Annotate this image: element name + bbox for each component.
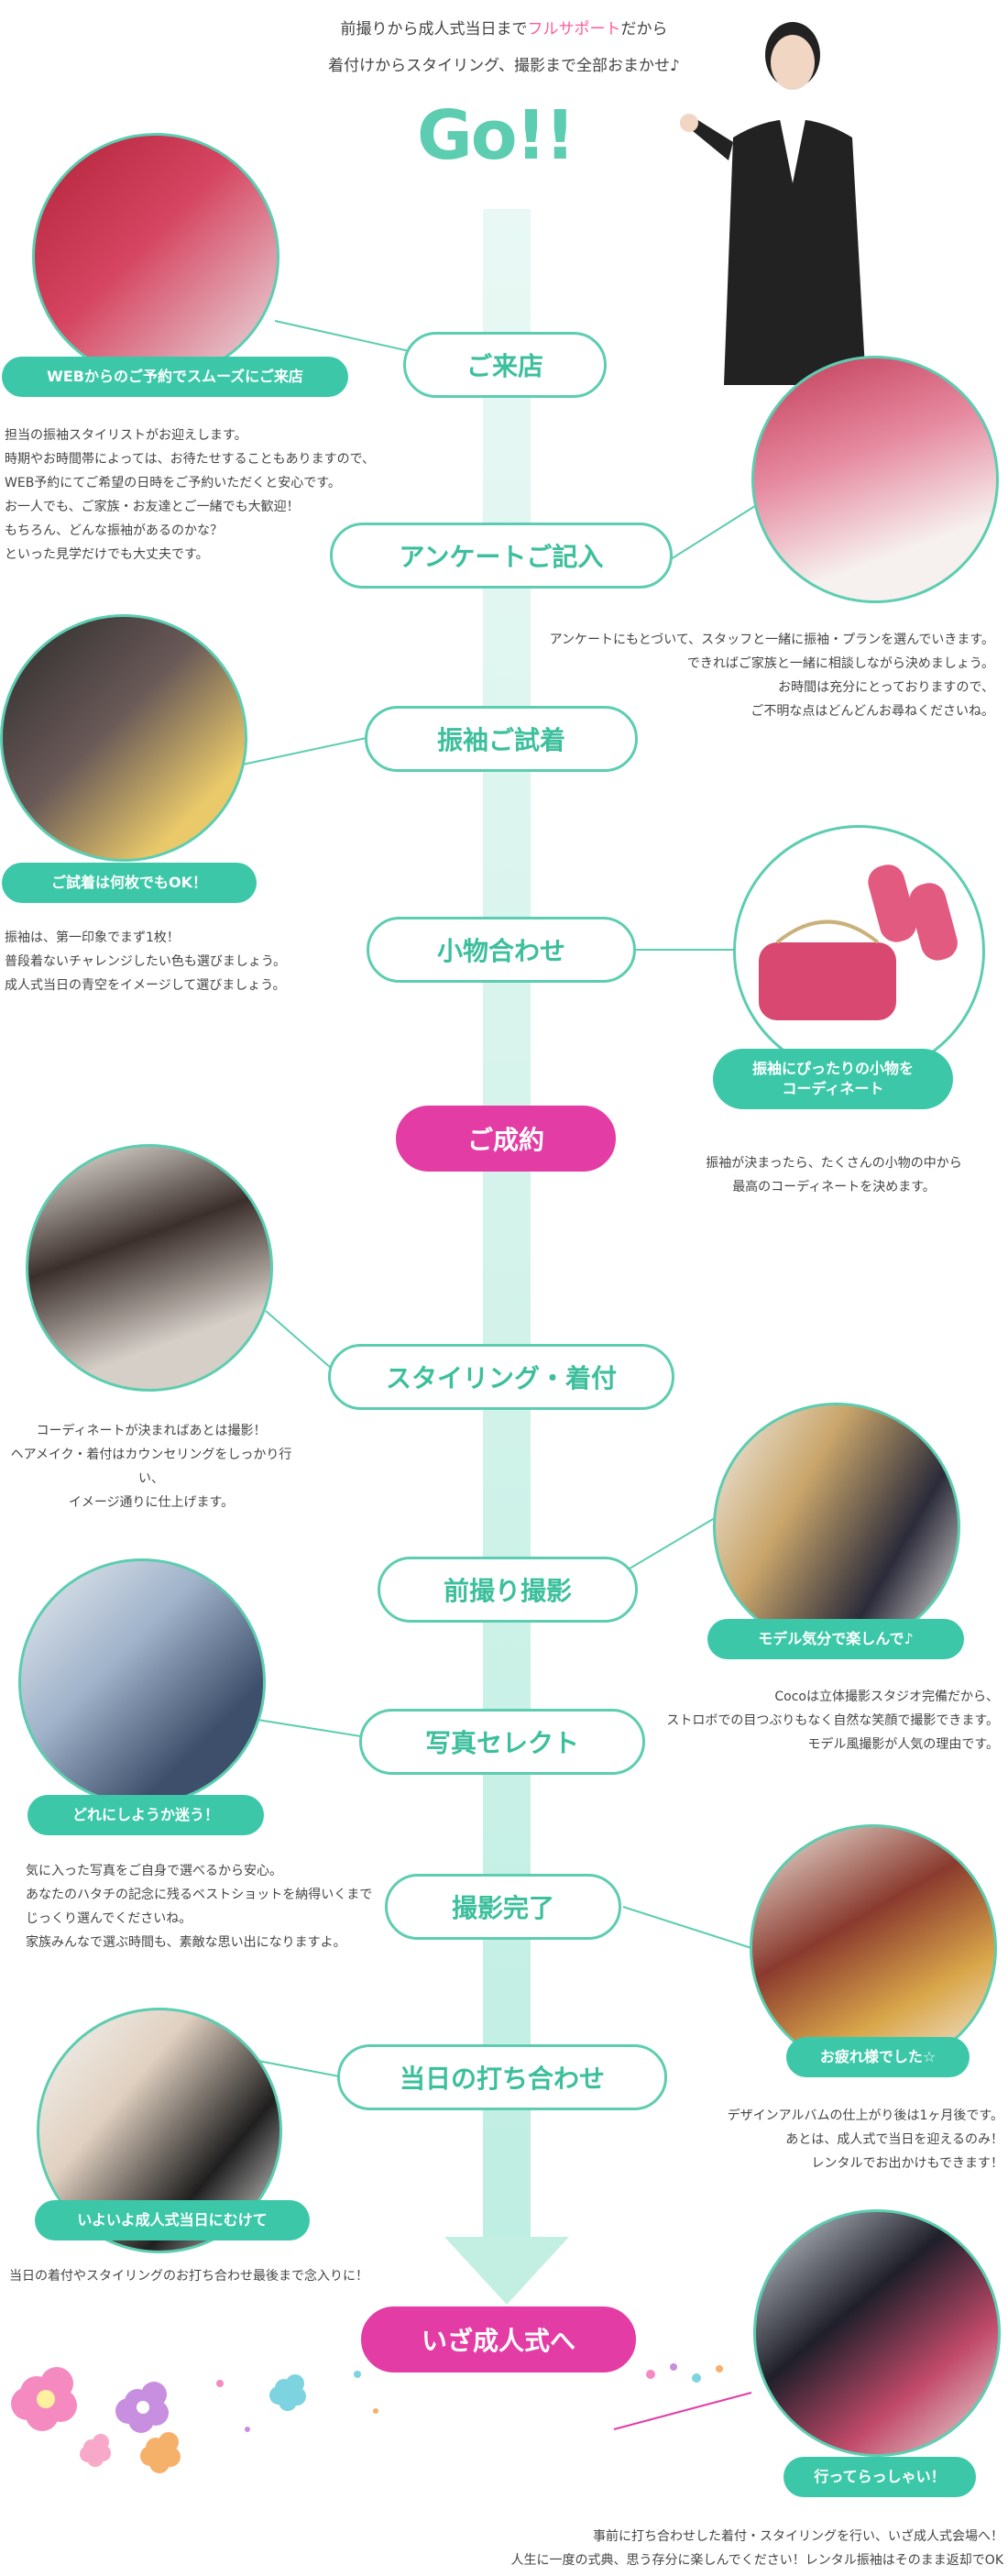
step-10-day-meeting: 当日の打ち合わせ	[337, 2044, 667, 2110]
step-7-tag: モデル気分で楽しんで♪	[707, 1619, 964, 1659]
step-9-desc: デザインアルバムの仕上がり後は1ヶ月後です。 あとは、成人式で当日を迎えるのみ！…	[632, 2104, 1003, 2175]
step-8-photo-select: 写真セレクト	[359, 1709, 645, 1775]
desc-line: 事前に打ち合わせした着付・スタイリングを行い、いざ成人式会場へ！	[593, 2529, 1003, 2544]
accessories-photo	[733, 825, 985, 1077]
photo-select-photo	[18, 1558, 266, 1806]
intro-highlight: フルサポート	[527, 20, 621, 39]
intro-line-1: 前撮りから成人式当日までフルサポートだから	[275, 11, 733, 48]
step-1-tag: WEBからのご予約でスムーズにご来店	[2, 357, 348, 397]
desc-line: できればご家族と一緒に相談しながら決めましょう。	[686, 656, 994, 671]
desc-line: 普段着ないチャレンジしたい色も選びましょう。	[5, 954, 287, 969]
intro-line-1-pre: 前撮りから成人式当日まで	[340, 20, 528, 39]
desc-line: 時期やお時間帯によっては、お待たせすることもありますので、	[5, 452, 376, 467]
desc-line: ヘアメイク・着付はカウンセリングをしっかり行い、	[10, 1448, 292, 1486]
step-8-desc: 気に入った写真をご自身で選べるから安心。 あなたのハタチの記念に残るベストショッ…	[26, 1859, 447, 1954]
desc-line: 成人式当日の青空をイメージして選びましょう。	[5, 978, 286, 993]
step-11-tag: 行ってらっしゃい！	[783, 2457, 976, 2497]
desc-line: ストロボでの目つぶりもなく自然な笑顔で撮影できます。	[666, 1713, 999, 1728]
desc-line: お一人でも、ご家族・お友達とご一緒でも大歓迎！	[5, 500, 300, 514]
step-2-questionnaire: アンケートご記入	[330, 523, 673, 589]
desc-line: イメージ通りに仕上げます。	[68, 1495, 235, 1510]
step-11-ceremony: いざ成人式へ	[361, 2306, 636, 2372]
step-1-desc: 担当の振袖スタイリストがお迎えします。 時期やお時間帯によっては、お待たせするこ…	[5, 424, 389, 567]
desc-line: 最高のコーディネートを決めます。	[732, 1180, 936, 1194]
fitting-photo	[0, 614, 247, 862]
desc-line: デザインアルバムの仕上がり後は1ヶ月後です。	[727, 2108, 1003, 2123]
step-9-shoot-complete: 撮影完了	[385, 1874, 621, 1940]
go-heading: Go!!	[417, 96, 575, 175]
step-4-tag: 振袖にぴったりの小物を コーディネート	[713, 1049, 953, 1109]
step-10-tag: いよいよ成人式当日にむけて	[35, 2200, 310, 2240]
desc-line: 気に入った写真をご自身で選べるから安心。	[26, 1864, 282, 1878]
step-8-tag: どれにしようか迷う！	[27, 1795, 264, 1835]
step-11-desc: 事前に打ち合わせした着付・スタイリングを行い、いざ成人式会場へ！ 人生に一度の式…	[412, 2525, 1004, 2572]
store-visit-photo	[32, 133, 279, 380]
desc-line: 担当の振袖スタイリストがお迎えします。	[5, 428, 247, 443]
bag-and-sandals-image	[759, 864, 958, 1020]
ceremony-photo	[753, 2209, 1001, 2457]
desc-line: 当日の着付やスタイリングのお打ち合わせ最後まで念入りに！	[9, 2269, 368, 2284]
intro-text: 前撮りから成人式当日までフルサポートだから 着付けからスタイリング、撮影まで全部…	[275, 11, 733, 84]
desc-line: あなたのハタチの記念に残るベストショットを納得いくまで	[26, 1888, 373, 1902]
step-3-desc: 振袖は、第一印象でまず1枚！ 普段着ないチャレンジしたい色も選びましょう。 成人…	[5, 926, 389, 997]
step-1-store-visit: ご来店	[403, 332, 607, 398]
step-2-desc: アンケートにもとづいて、スタッフと一緒に振袖・プランを選んでいきます。 できれば…	[495, 628, 994, 723]
intro-line-2: 着付けからスタイリング、撮影まで全部おまかせ♪	[328, 57, 680, 75]
step-7-desc: Cocoは立体撮影スタジオ完備だから、 ストロボでの目つぶりもなく自然な笑顔で撮…	[614, 1685, 999, 1756]
desc-line: お時間は充分にとっておりますので、	[778, 680, 994, 695]
desc-line: モデル風撮影が人気の理由です。	[807, 1737, 999, 1752]
step-7-photoshoot: 前撮り撮影	[378, 1557, 638, 1623]
step-10-desc: 当日の着付やスタイリングのお打ち合わせ最後まで念入りに！	[9, 2264, 449, 2288]
desc-line: あとは、成人式で当日を迎えるのみ！	[785, 2132, 1003, 2147]
desc-line: もちろん、どんな振袖があるのかな？	[5, 523, 223, 538]
desc-line: コーディネートが決まればあとは撮影！	[36, 1424, 267, 1438]
flower-decoration-right	[646, 2363, 723, 2383]
desc-line: といった見学だけでも大丈夫です。	[5, 547, 209, 562]
desc-line: アンケートにもとづいて、スタッフと一緒に振袖・プランを選んでいきます。	[549, 633, 994, 647]
step-4-desc: 振袖が決まったら、たくさんの小物の中から 最高のコーディネートを決めます。	[678, 1151, 990, 1199]
step-6-desc: コーディネートが決まればあとは撮影！ ヘアメイク・着付はカウンセリングをしっかり…	[5, 1419, 298, 1514]
step-4-accessories: 小物合わせ	[367, 917, 636, 983]
desc-line: Cocoは立体撮影スタジオ完備だから、	[774, 1690, 999, 1704]
desc-line: じっくり選んでくださいね。	[26, 1911, 192, 1926]
photoshoot-photo	[713, 1403, 960, 1650]
step-3-tag: ご試着は何枚でもOK！	[2, 863, 257, 903]
step-5-contract: ご成約	[396, 1106, 616, 1172]
step-4-tag-text: 振袖にぴったりの小物を コーディネート	[751, 1060, 914, 1097]
intro-line-1-post: だから	[620, 20, 668, 39]
step-9-tag: お疲れ様でした☆	[786, 2037, 970, 2077]
desc-line: 振袖は、第一印象でまず1枚！	[5, 930, 180, 945]
desc-line: 振袖が決まったら、たくさんの小物の中から	[706, 1156, 962, 1171]
step-6-styling: スタイリング・着付	[328, 1344, 674, 1410]
shoot-complete-photo	[750, 1824, 997, 2072]
questionnaire-photo	[751, 356, 999, 603]
desc-line: ご不明な点はどんどんお尋ねくださいね。	[751, 704, 994, 719]
staff-woman-image	[678, 9, 880, 385]
styling-photo	[26, 1144, 273, 1392]
desc-line: WEB予約にてご希望の日時をご予約いただくと安心です。	[5, 476, 341, 490]
desc-line: 家族みんなで選ぶ時間も、素敵な思い出になりますよ。	[26, 1935, 346, 1950]
desc-line: 人生に一度の式典、思う存分に楽しんでください！レンタル振袖はそのまま返却でOK	[510, 2553, 1004, 2568]
flow-arrow	[444, 2237, 569, 2305]
step-3-fitting: 振袖ご試着	[365, 706, 638, 772]
desc-line: レンタルでお出かけもできます！	[811, 2156, 1003, 2171]
flower-decoration	[11, 2367, 378, 2473]
